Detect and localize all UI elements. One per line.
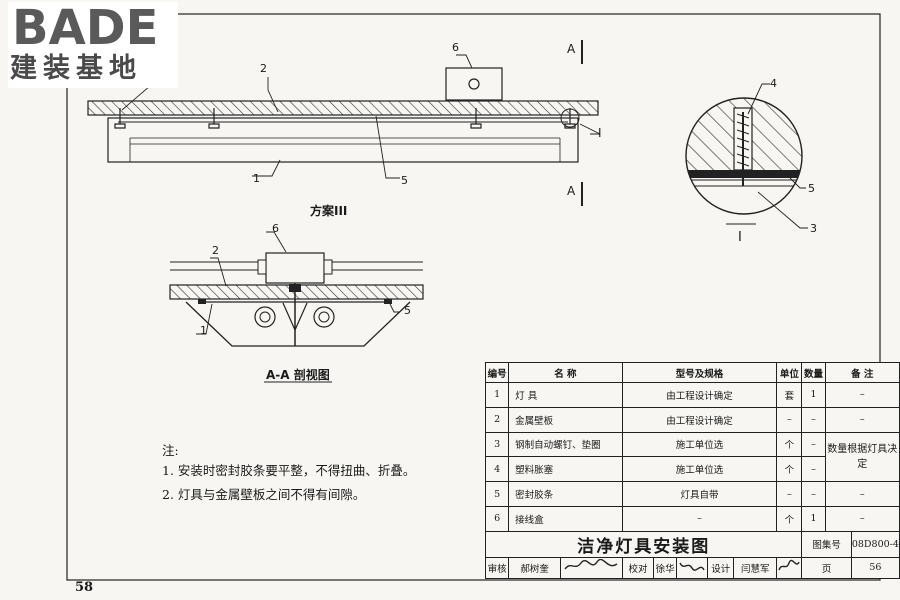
atlas-label: 图集号: [801, 530, 852, 558]
row-name: 接线盒: [508, 505, 623, 532]
signature-row: 审核 郝树奎 校对 徐华 设计 闫慧军 页 56: [484, 556, 900, 579]
row-unit: 个: [776, 505, 803, 532]
row-no: 3: [484, 431, 510, 458]
review-label: 审核: [484, 556, 510, 579]
row-name: 钢制自动螺钉、垫圈: [508, 431, 623, 458]
page-number: 58: [75, 580, 94, 595]
section-caption: A-A 剖视图: [266, 368, 330, 382]
plan-view: [87, 40, 601, 206]
row-unit: 套: [776, 382, 803, 408]
header-unit: 单位: [776, 362, 803, 383]
header-qty: 数量: [801, 362, 826, 383]
drawing-title: 洁净灯具安装图: [484, 530, 803, 558]
row-unit: –: [776, 406, 803, 433]
check-name: 徐华: [653, 556, 677, 579]
design-label: 设计: [707, 556, 735, 579]
row-no: 5: [484, 481, 510, 507]
brand-logo: BADE 建装基地: [8, 2, 178, 88]
notes-heading: 注:: [162, 443, 179, 458]
callout-4-detail: 4: [770, 77, 777, 90]
drawing-frame: [66, 13, 881, 581]
section-mark-top: A: [567, 42, 576, 56]
row-spec: 灯具自带: [621, 481, 778, 507]
row-spec: 由工程设计确定: [621, 382, 778, 408]
materials-table: 编号 名 称 型号及规格 单位 数量 备 注 1 灯 具 由工程设计确定 套 1…: [484, 362, 900, 579]
row-remark: –: [824, 481, 900, 507]
table-row: 1 灯 具 由工程设计确定 套 1 –: [484, 382, 900, 408]
row-qty: –: [801, 481, 826, 507]
detail-view: [685, 83, 808, 229]
callout-3-detail: 3: [810, 222, 817, 235]
row-spec: –: [621, 505, 778, 532]
merged-remark: 数量根据灯具决定: [824, 431, 900, 483]
detail-mark-plan: I: [598, 126, 602, 140]
metal-panel-plan: [87, 100, 599, 116]
review-name: 郝树奎: [508, 556, 562, 579]
header-remark: 备 注: [824, 362, 900, 383]
table-row: 3 钢制自动螺钉、垫圈 施工单位选 个 – 数量根据灯具决定: [484, 431, 900, 483]
header-no: 编号: [484, 362, 510, 383]
section-mark-bottom: A: [567, 184, 576, 198]
callout-5-section: 5: [404, 304, 411, 317]
table-row: 5 密封胶条 灯具自带 – – –: [484, 481, 900, 507]
row-unit: –: [776, 481, 803, 507]
detail-mark-caption: I: [738, 230, 742, 245]
callout-2-section: 2: [212, 244, 219, 257]
note-item-1: 1. 安装时密封胶条要平整，不得扭曲、折叠。: [162, 463, 416, 478]
row-no: 1: [484, 382, 510, 408]
logo-subtitle: 建装基地: [10, 53, 142, 84]
header-name: 名 称: [508, 362, 623, 383]
review-signature: [560, 556, 623, 579]
callout-2-plan: 2: [260, 62, 267, 75]
callout-6-plan: 6: [452, 41, 459, 54]
row-name: 灯 具: [508, 382, 623, 408]
design-name: 闫慧军: [733, 556, 778, 579]
atlas-number: 08D800-4: [850, 530, 900, 558]
callout-1-section: 1: [200, 324, 207, 337]
table-row: 2 金属壁板 由工程设计确定 – – –: [484, 406, 900, 433]
row-name: 塑料胀塞: [508, 456, 623, 483]
section-view: [169, 231, 424, 383]
row-unit: 个: [776, 456, 803, 483]
check-label: 校对: [621, 556, 655, 579]
row-name: 密封胶条: [508, 481, 623, 507]
row-no: 4: [484, 456, 510, 483]
logo-word: BADE: [12, 0, 159, 56]
callout-1-plan: 1: [253, 172, 260, 185]
row-qty: 1: [801, 505, 826, 532]
callout-6-section: 6: [272, 222, 279, 235]
note-item-2: 2. 灯具与金属壁板之间不得有间隙。: [162, 487, 366, 502]
row-qty: –: [801, 456, 826, 483]
table-row: 4 塑料胀塞 施工单位选 个 –: [484, 456, 900, 483]
detail-circle: [685, 97, 803, 215]
row-spec: 由工程设计确定: [621, 406, 778, 433]
title-row: 洁净灯具安装图 图集号 08D800-4: [484, 530, 900, 558]
callout-5-detail: 5: [808, 182, 815, 195]
design-signature: [776, 556, 803, 579]
junction-box: [445, 67, 503, 101]
row-unit: 个: [776, 431, 803, 458]
row-no: 6: [484, 505, 510, 532]
row-no: 2: [484, 406, 510, 433]
callout-5-plan: 5: [401, 174, 408, 187]
check-signature: [675, 556, 709, 579]
row-qty: –: [801, 431, 826, 458]
table-header-row: 编号 名 称 型号及规格 单位 数量 备 注: [484, 362, 900, 383]
luminaire-plan: [107, 117, 579, 163]
row-remark: –: [824, 406, 900, 433]
header-spec: 型号及规格: [621, 362, 778, 383]
plan-caption: 方案III: [310, 204, 348, 218]
row-remark: –: [824, 382, 900, 408]
row-spec: 施工单位选: [621, 431, 778, 458]
table-row: 6 接线盒 – 个 1 –: [484, 505, 900, 532]
row-spec: 施工单位选: [621, 456, 778, 483]
row-remark: –: [824, 505, 900, 532]
page-value: 56: [850, 556, 900, 579]
row-name: 金属壁板: [508, 406, 623, 433]
page-label: 页: [801, 556, 852, 579]
row-qty: 1: [801, 382, 826, 408]
row-qty: –: [801, 406, 826, 433]
